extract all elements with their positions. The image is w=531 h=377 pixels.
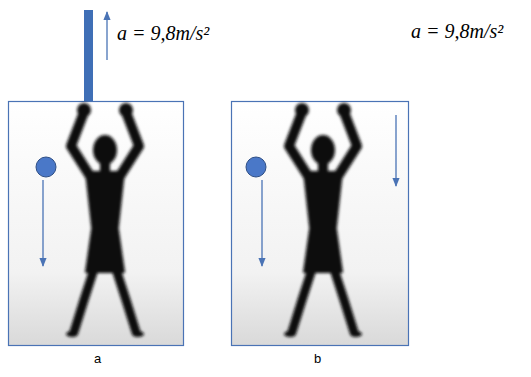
person-silhouette bbox=[66, 103, 144, 337]
person-silhouette bbox=[284, 103, 362, 337]
acceleration-arrow bbox=[395, 115, 396, 186]
gravity-arrow bbox=[42, 180, 43, 266]
ball bbox=[246, 157, 266, 177]
panel-letter: b bbox=[314, 352, 321, 366]
elevator-box bbox=[232, 102, 409, 346]
acceleration-label: a = 9,8m/s² bbox=[117, 22, 209, 44]
gravity-arrow bbox=[261, 180, 262, 266]
acceleration-arrow bbox=[106, 12, 107, 60]
panel-letter: a bbox=[94, 352, 101, 366]
ball bbox=[36, 157, 56, 177]
elevator-box bbox=[9, 102, 184, 346]
acceleration-label: a = 9,8m/s² bbox=[411, 20, 503, 42]
cable-rod bbox=[84, 10, 93, 102]
